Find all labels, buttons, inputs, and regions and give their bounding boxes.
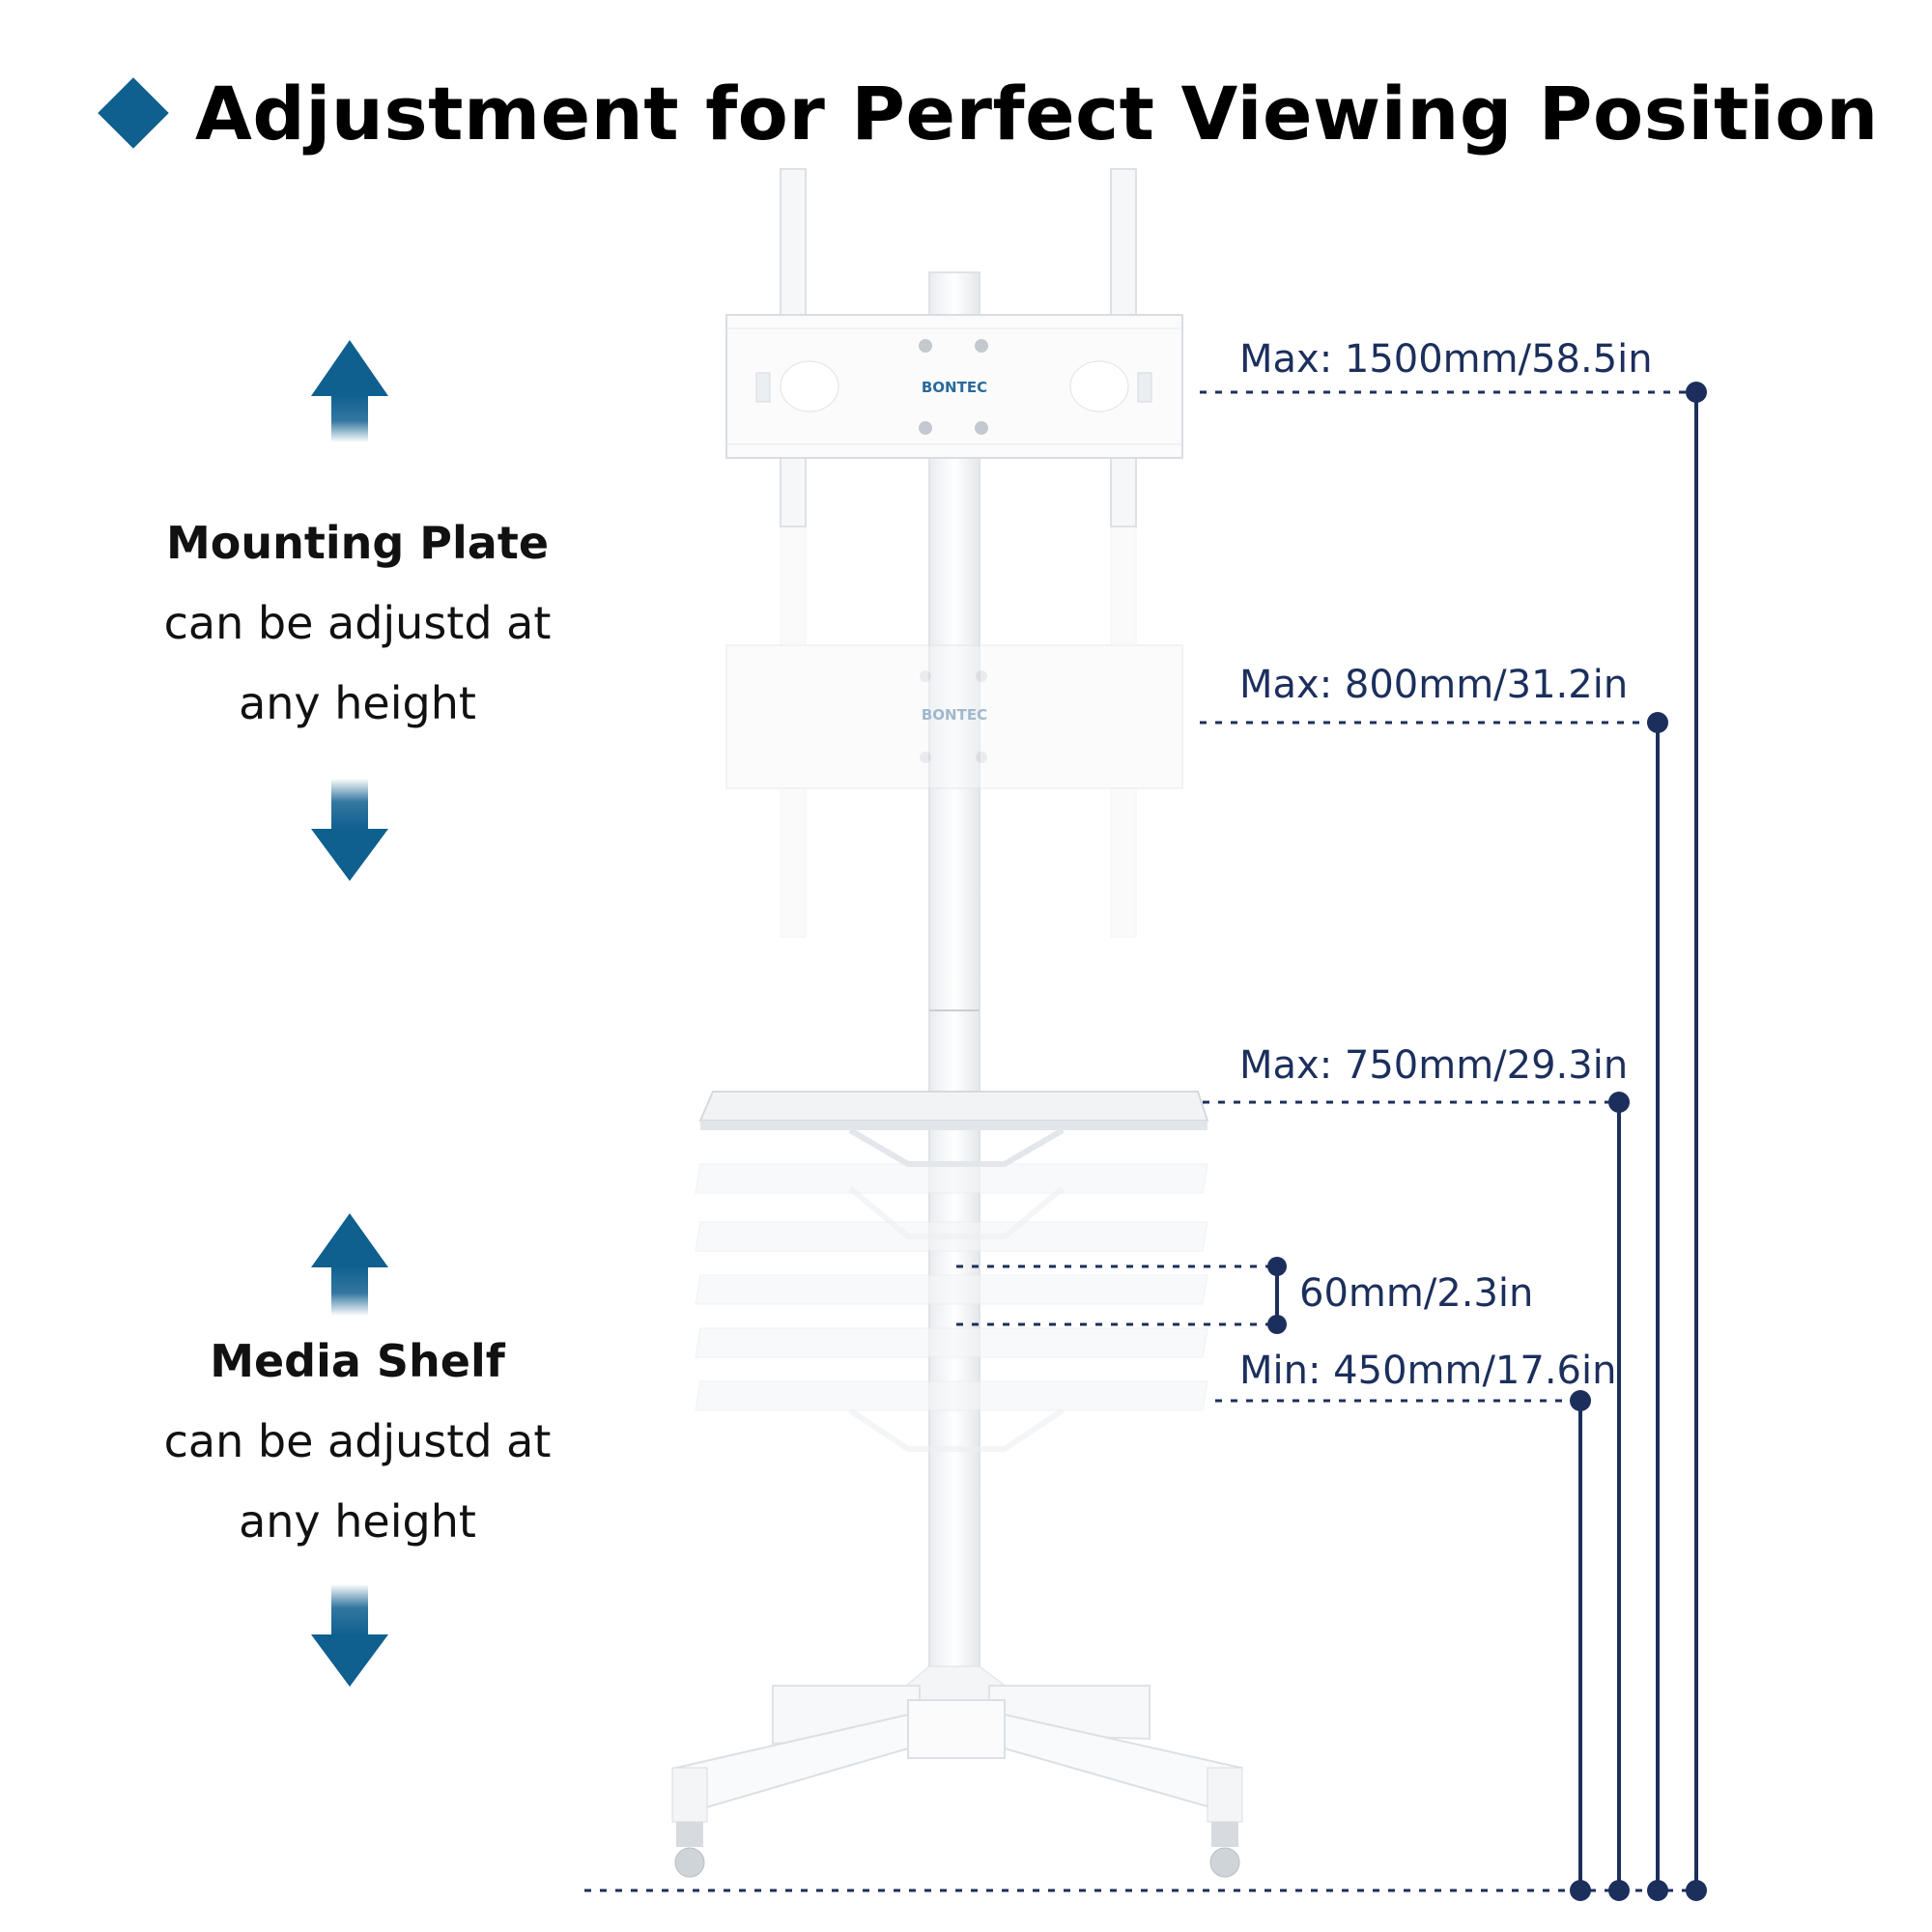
media-shelf-ghost-positions [695, 1163, 1208, 1452]
ghost-brand-logo: BONTEC [922, 706, 987, 724]
plate-max-height-label: Max: 1500mm/58.5in [1239, 337, 1653, 382]
mounting-plate-caption: Mounting Plate can be adjustd at any hei… [106, 503, 609, 744]
mounting-plate-arrow-down-icon [311, 779, 388, 881]
media-shelf-highest-position [698, 1091, 1209, 1167]
mounting-plate-lowest-position [725, 521, 1183, 938]
media-shelf-caption-line-3: any height [239, 1495, 476, 1548]
media-shelf-caption: Media Shelf can be adjustd at any height [106, 1321, 609, 1562]
mounting-plate-caption-line-2: can be adjustd at [163, 597, 552, 649]
mounting-plate-caption-line-3: any height [239, 677, 476, 729]
mounting-plate-caption-line-1: Mounting Plate [165, 517, 550, 569]
mounting-plate-arrow-up-icon [311, 340, 388, 442]
media-shelf-caption-line-1: Media Shelf [210, 1335, 505, 1387]
stand-base [671, 1665, 1243, 1878]
media-shelf-caption-line-2: can be adjustd at [163, 1415, 552, 1467]
tv-stand-illustration: BONTEC BONTEC [671, 168, 1243, 1878]
media-shelf-arrow-up-icon [311, 1213, 388, 1316]
mounting-plate-highest-position [725, 168, 1183, 527]
media-shelf-arrow-down-icon [311, 1584, 388, 1687]
dimension-guides [584, 390, 1700, 1892]
brand-logo: BONTEC [922, 379, 987, 396]
page-title: Adjustment for Perfect Viewing Position [195, 70, 1879, 156]
title-row: Adjustment for Perfect Viewing Position [89, 60, 1879, 166]
dimension-endpoints [1267, 382, 1707, 1901]
shelf-step-label: 60mm/2.3in [1299, 1271, 1533, 1316]
shelf-max-height-label: Max: 750mm/29.3in [1239, 1043, 1628, 1088]
plate-low-height-label: Max: 800mm/31.2in [1239, 663, 1628, 707]
dimension-lines [1275, 392, 1698, 1890]
shelf-min-height-label: Min: 450mm/17.6in [1239, 1349, 1616, 1393]
